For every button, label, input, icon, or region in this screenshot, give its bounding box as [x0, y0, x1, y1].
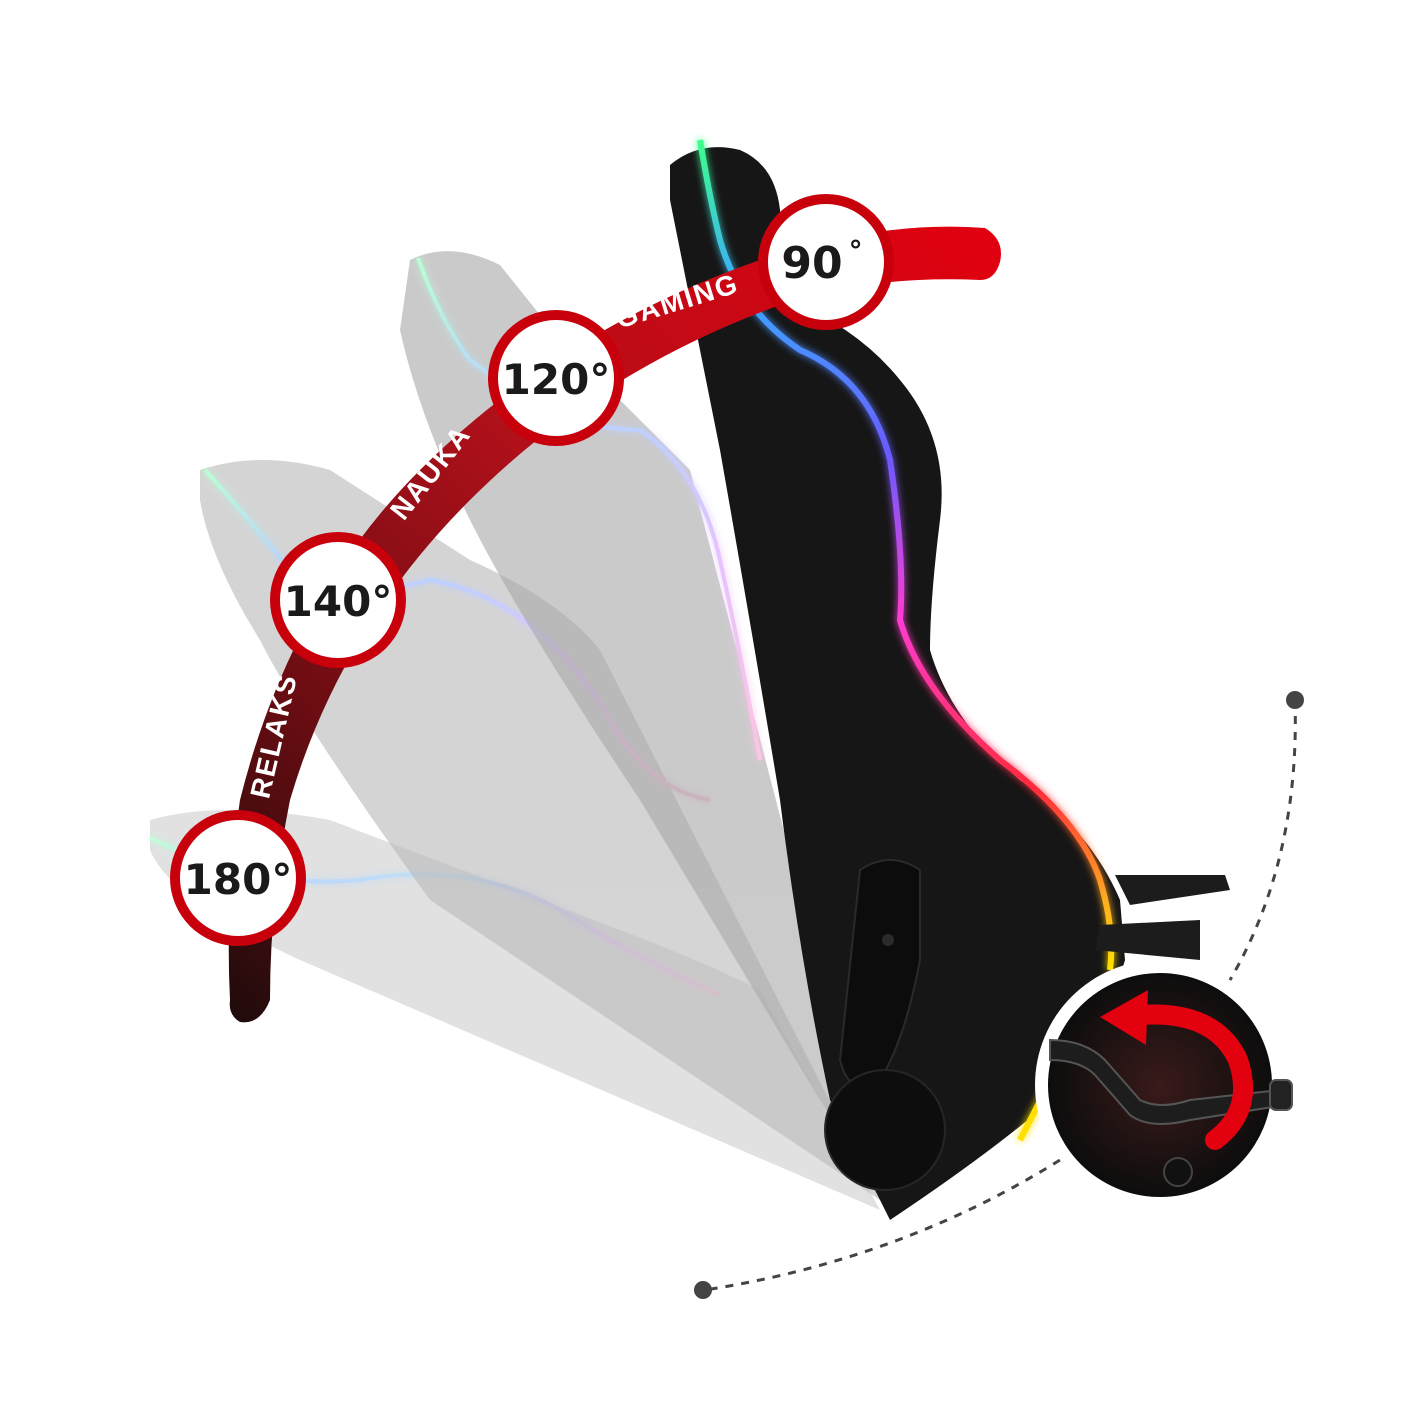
rotate-arrow-icon	[1100, 990, 1254, 1150]
svg-text:120°: 120°	[502, 355, 611, 404]
ghost-chair-120	[400, 251, 880, 1201]
angle-badge-140: 140°	[270, 532, 406, 668]
chair-upright-90	[670, 139, 1230, 1221]
angle-badge-90: 90°	[758, 194, 894, 330]
svg-text:140°: 140°	[284, 577, 393, 626]
svg-text:90°: 90°	[781, 234, 862, 289]
svg-text:180°: 180°	[184, 855, 293, 904]
lever-inset	[1035, 960, 1293, 1210]
angle-badge-180: 180°	[170, 810, 306, 946]
angle-badge-120: 120°	[488, 310, 624, 446]
callout-dot-bottom	[694, 1281, 712, 1299]
callout-dot-top	[1286, 691, 1304, 709]
callout-dashed-arc	[694, 691, 1304, 1299]
recline-lever-icon	[1049, 1038, 1293, 1187]
